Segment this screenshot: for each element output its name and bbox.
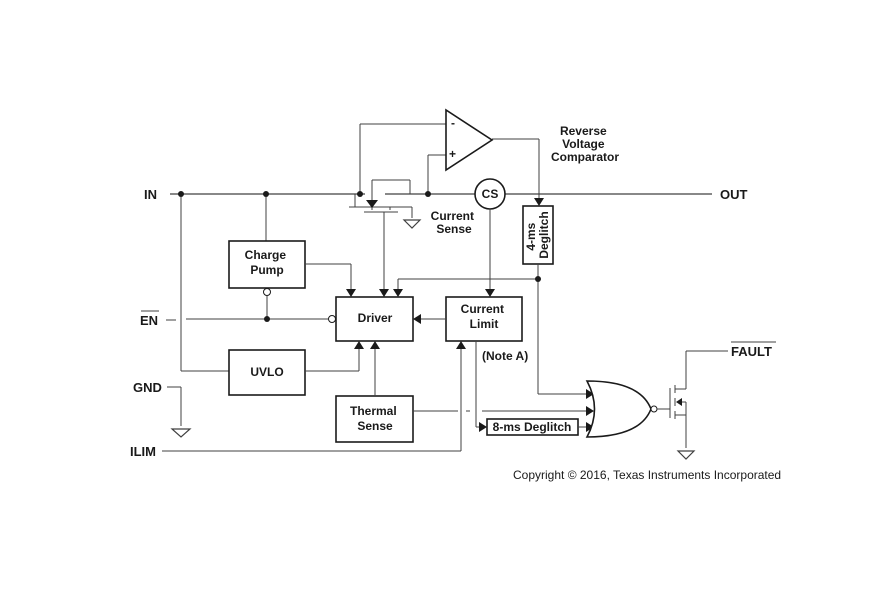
svg-text:CS: CS [482, 187, 499, 201]
gnd-wiring [167, 386, 192, 438]
cs-current-sense: CS [474, 178, 506, 297]
pin-gnd-label: GND [133, 380, 162, 395]
fault-fet [669, 350, 728, 460]
pin-fault-label: FAULT [731, 344, 772, 359]
pin-ilim-label: ILIM [130, 444, 156, 459]
pin-in-label: IN [144, 187, 157, 202]
note-a-label: (Note A) [482, 349, 528, 363]
or-gate [585, 380, 670, 438]
current-sense-label: Current Sense [431, 209, 478, 236]
driver-feedback [379, 278, 538, 297]
charge-pump-block: Charge Pump [228, 240, 356, 319]
current-limit-block: Current Limit [413, 296, 523, 342]
svg-text:4-ms Deglitch: 4-ms Deglitch [524, 211, 551, 258]
thermal-sense-block: Thermal Sense [335, 341, 594, 443]
deglitch-8ms-block: 8-ms Deglitch [486, 418, 594, 436]
svg-text:8-ms Deglitch: 8-ms Deglitch [493, 420, 572, 434]
pass-fet-symbol [349, 179, 422, 296]
pin-en-label: EN [140, 313, 158, 328]
svg-text:UVLO: UVLO [250, 365, 283, 379]
svg-text:Driver: Driver [358, 311, 393, 325]
comparator-minus: - [451, 116, 455, 130]
junction-dots [178, 191, 541, 322]
comparator-wiring [359, 123, 544, 206]
in-wiring [180, 194, 267, 372]
copyright-text: Copyright © 2016, Texas Instruments Inco… [513, 468, 781, 482]
deglitch-4ms-block: 4-ms Deglitch [522, 205, 594, 399]
comparator-plus: + [449, 147, 456, 161]
reverse-voltage-comparator: - + [445, 108, 494, 172]
ilim-wiring [162, 341, 466, 452]
pin-out-label: OUT [720, 187, 748, 202]
comparator-label: Reverse Voltage Comparator [551, 124, 619, 164]
svg-text:Current Limit: Current Limit [461, 302, 508, 331]
en-wiring [166, 315, 336, 323]
current-limit-output [475, 341, 487, 432]
svg-text:Thermal Sense: Thermal Sense [350, 404, 400, 433]
uvlo-block: UVLO [228, 341, 364, 396]
svg-text:Charge Pump: Charge Pump [245, 248, 290, 277]
driver-block: Driver [335, 296, 414, 342]
